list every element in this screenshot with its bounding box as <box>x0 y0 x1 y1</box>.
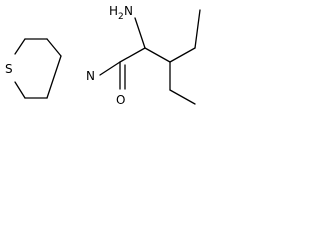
bond-c4-s <box>14 81 26 99</box>
structure-canvas: S N O H 2 N <box>0 0 211 121</box>
bond-n-c3 <box>46 55 62 99</box>
bond-alpha-beta <box>144 47 171 63</box>
bond-n-carbonyl <box>99 61 121 76</box>
atom-amine-h-count: 2 <box>118 12 124 22</box>
bond-c2-n <box>46 38 62 57</box>
atom-amine-nitrogen: N <box>124 4 133 18</box>
chemical-structure: S N O H 2 N <box>5 4 201 107</box>
bond-s-c1 <box>14 38 26 55</box>
atom-oxygen: O <box>116 93 125 107</box>
bond-ethyl-end <box>169 89 196 105</box>
atom-ring-nitrogen: N <box>86 69 95 83</box>
bond-methyl-up <box>194 9 201 49</box>
atom-amine-h: H <box>109 4 118 18</box>
bond-alpha-amine <box>134 17 146 49</box>
bond-carbonyl-alpha <box>119 47 146 63</box>
bond-beta-methyl <box>169 47 196 63</box>
atom-sulfur: S <box>5 62 13 76</box>
